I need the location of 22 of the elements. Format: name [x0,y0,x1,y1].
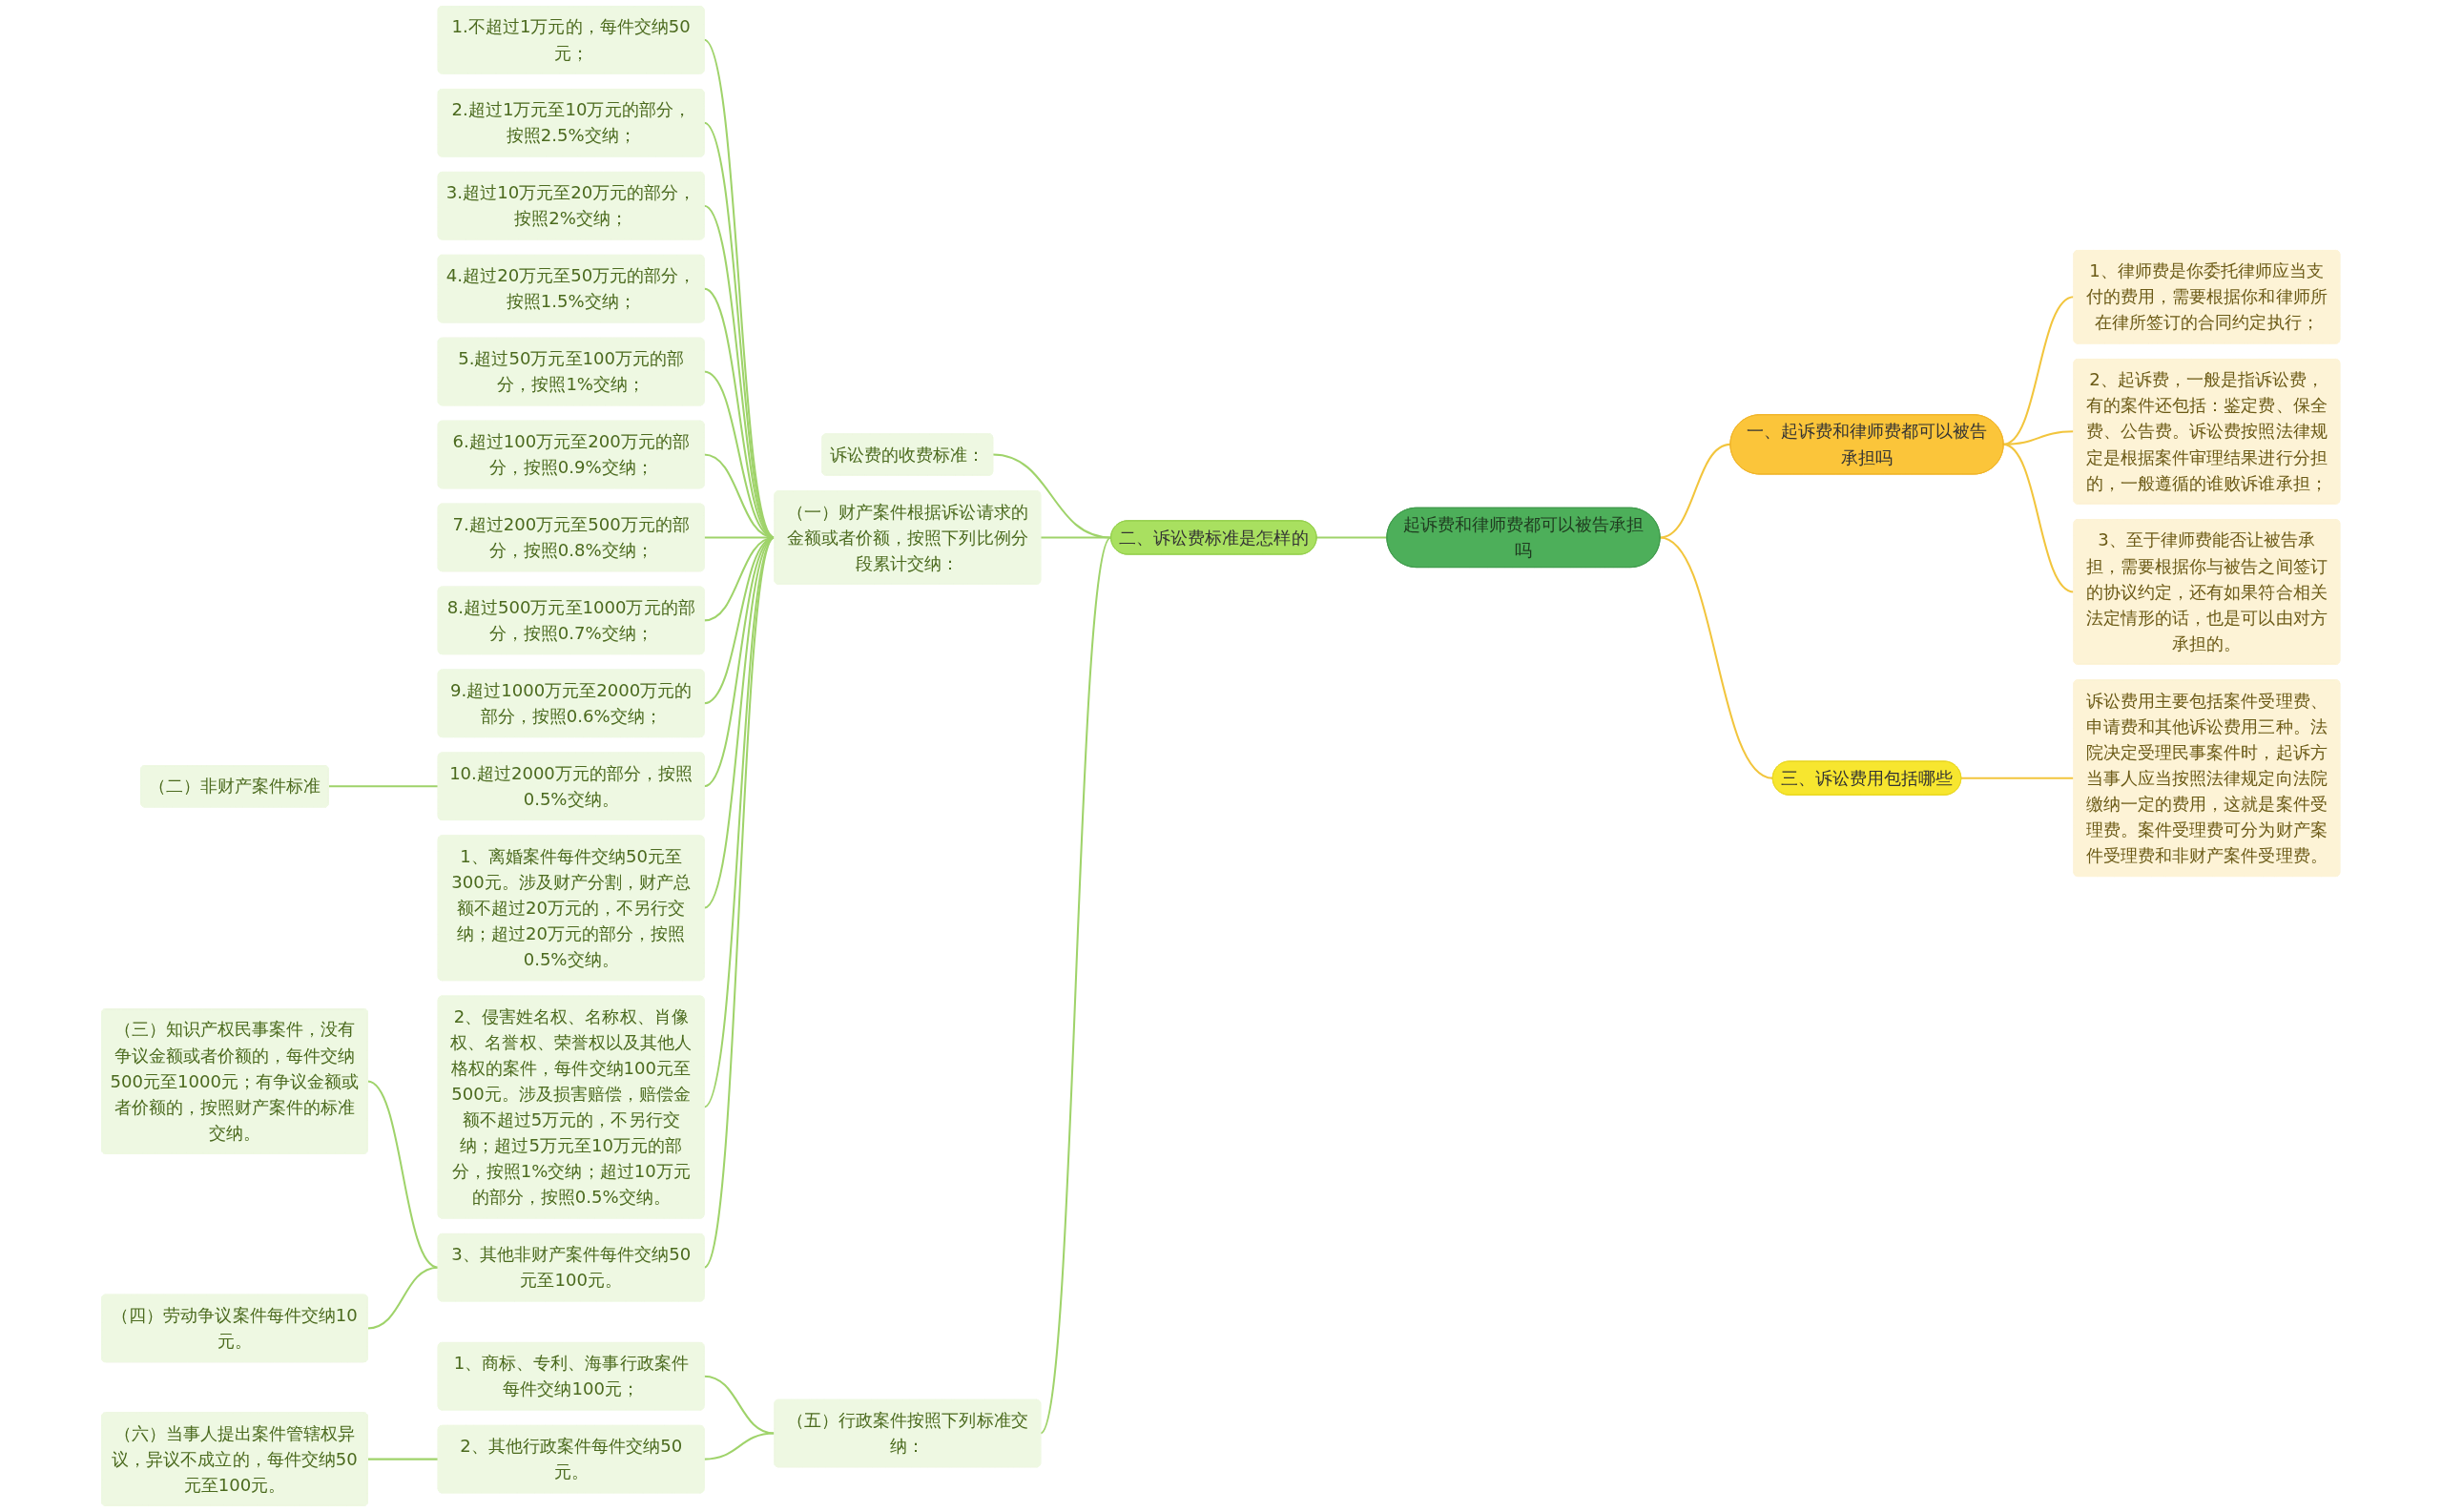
connector [1660,536,1773,779]
connector [703,204,776,539]
connector [703,122,776,539]
connector [1040,537,1112,1434]
connector [367,1080,439,1269]
connector [367,1458,439,1460]
connector [703,536,776,909]
connector [1316,536,1388,539]
connector [992,453,1112,539]
connector [367,1266,439,1330]
connector [1961,777,2075,779]
connector [703,287,776,539]
connector [704,1375,776,1435]
connector [704,1432,776,1460]
connector [2003,296,2075,445]
connector [1041,536,1111,539]
connector [703,536,776,1108]
connector [2003,443,2075,593]
connector [703,536,776,1269]
connector [328,785,439,788]
connector [703,39,776,539]
connector [1660,443,1731,539]
